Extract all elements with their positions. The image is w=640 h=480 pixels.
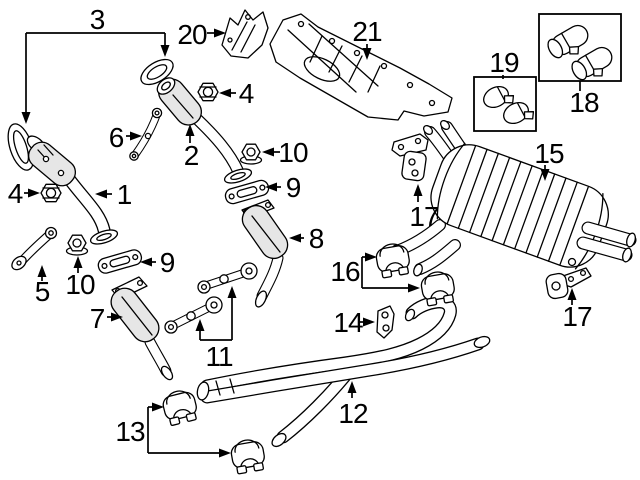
callout-4-left: 4 [8, 178, 40, 209]
part-3-gasket-left [7, 123, 35, 171]
callout-label-3: 3 [90, 4, 105, 35]
callout-label-16: 16 [330, 256, 360, 287]
callout-label-9-right: 9 [286, 172, 301, 203]
callout-18: 18 [569, 81, 600, 118]
callout-7: 7 [90, 303, 123, 334]
callout-15: 15 [534, 138, 565, 181]
callout-21: 21 [352, 16, 383, 60]
part-21-heat-shield [269, 13, 453, 121]
part-1-downpipe-converter [26, 135, 119, 245]
part-10-nut-left [65, 234, 89, 256]
callout-label-18: 18 [569, 87, 599, 118]
part-8-converter [241, 199, 289, 308]
callout-8: 8 [289, 223, 325, 254]
part-20-heat-shield [221, 9, 269, 59]
callout-label-19: 19 [489, 47, 519, 78]
callout-label-4-right: 4 [239, 78, 254, 109]
callout-20: 20 [177, 19, 226, 50]
callout-13: 13 [115, 402, 231, 458]
callout-3: 3 [21, 4, 170, 124]
callout-16: 16 [330, 252, 420, 293]
part-17-hanger-top [391, 133, 429, 182]
callout-2: 2 [184, 124, 200, 171]
callout-17-top: 17 [409, 184, 440, 232]
callout-label-10-left: 10 [65, 269, 95, 300]
part-4-nut-left [40, 183, 62, 203]
callout-label-4-left: 4 [8, 178, 23, 209]
callout-label-1: 1 [117, 179, 132, 210]
callout-14: 14 [333, 307, 375, 338]
part-18-boxed-tips [538, 13, 622, 82]
part-6-bracket [129, 107, 163, 161]
part-14-hanger-plate [376, 305, 395, 339]
callout-label-8: 8 [309, 223, 324, 254]
callout-label-9-left: 9 [160, 247, 175, 278]
part-2-converter-pipe [154, 77, 253, 184]
callout-label-11: 11 [205, 341, 232, 372]
callout-10-right: 10 [262, 137, 309, 168]
callout-10-left: 10 [65, 256, 96, 300]
callout-12: 12 [338, 381, 369, 429]
callout-label-15: 15 [534, 138, 564, 169]
callout-9-right: 9 [265, 172, 302, 203]
part-4-nut-right [197, 82, 219, 102]
callout-label-21: 21 [352, 16, 382, 47]
callout-6: 6 [109, 122, 142, 153]
callout-5: 5 [35, 265, 51, 307]
part-19-boxed-clamps [473, 76, 537, 132]
callout-label-5: 5 [35, 276, 50, 307]
callout-label-14: 14 [333, 307, 363, 338]
callout-label-6: 6 [109, 122, 124, 153]
callout-label-13: 13 [115, 416, 145, 447]
callout-label-2: 2 [184, 140, 199, 171]
part-11-hanger-links [164, 262, 258, 334]
part-7-converter [110, 276, 174, 381]
callout-17-bottom: 17 [562, 288, 593, 332]
callout-19: 19 [489, 47, 520, 79]
part-9-gasket-left [97, 249, 143, 274]
part-10-nut-right [239, 143, 263, 165]
callout-label-17-bottom: 17 [562, 301, 592, 332]
callout-1: 1 [95, 179, 133, 210]
part-17-hanger-bottom [545, 267, 592, 300]
part-12-pipe-assembly [196, 295, 491, 448]
callout-label-20: 20 [177, 19, 207, 50]
callout-label-12: 12 [338, 398, 368, 429]
part-5-bracket [11, 226, 58, 271]
callout-label-10-right: 10 [278, 137, 308, 168]
callout-label-17-top: 17 [409, 201, 439, 232]
callout-4-right: 4 [219, 78, 255, 109]
callout-11: 11 [195, 286, 237, 372]
callout-label-7: 7 [90, 303, 105, 334]
callout-9-left: 9 [140, 247, 176, 278]
